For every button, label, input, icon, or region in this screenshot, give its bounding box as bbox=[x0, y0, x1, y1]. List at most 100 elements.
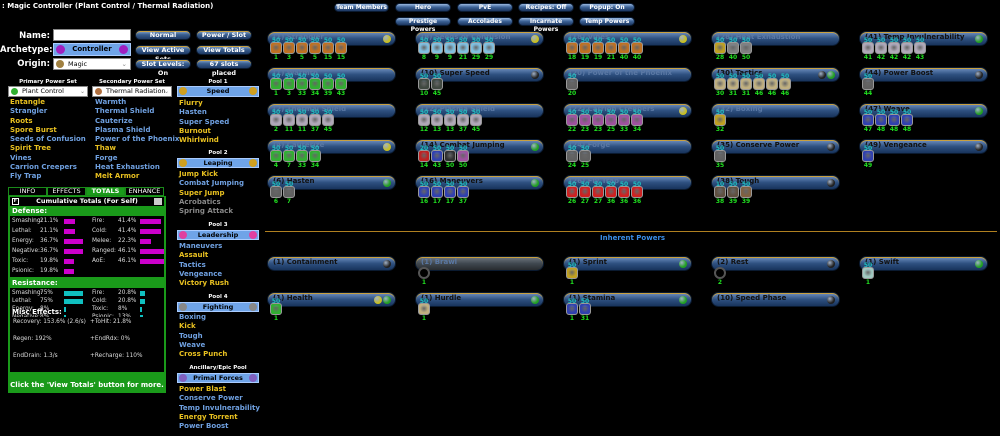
power-list-item[interactable]: Victory Rush bbox=[179, 279, 229, 288]
enhancement-icon[interactable] bbox=[296, 114, 308, 126]
enhancement-icon[interactable] bbox=[457, 42, 469, 54]
enhancement-icon[interactable] bbox=[322, 78, 334, 90]
power-slot[interactable]: (1) Containment bbox=[267, 256, 396, 271]
power-list-item[interactable]: Burnout bbox=[179, 126, 211, 135]
enhancement-icon[interactable] bbox=[566, 78, 578, 90]
power-list-item[interactable]: Super Jump bbox=[179, 188, 225, 197]
enhancement-icon[interactable] bbox=[579, 150, 591, 162]
enhancement-icon[interactable] bbox=[283, 114, 295, 126]
power-list-item[interactable]: Cauterize bbox=[95, 116, 133, 125]
enhancement-icon[interactable] bbox=[901, 42, 913, 54]
enhancement-icon[interactable] bbox=[714, 42, 726, 54]
power-list-item[interactable]: Jump Kick bbox=[179, 170, 218, 178]
enhancement-icon[interactable] bbox=[283, 186, 295, 198]
view-totals-button[interactable]: View Totals bbox=[196, 45, 252, 55]
power-slot[interactable]: (6) Hasten bbox=[267, 175, 396, 190]
enhancement-icon[interactable] bbox=[270, 78, 282, 90]
enhancement-icon[interactable] bbox=[727, 186, 739, 198]
enhancement-icon[interactable] bbox=[470, 42, 482, 54]
enhancement-icon[interactable] bbox=[605, 114, 617, 126]
enhancement-icon[interactable] bbox=[566, 267, 578, 279]
power-list-item[interactable]: Heat Exhaustion bbox=[95, 163, 160, 172]
enhancement-icon[interactable] bbox=[418, 114, 430, 126]
enhancement-icon[interactable] bbox=[270, 150, 282, 162]
power-list-item[interactable]: Roots bbox=[10, 116, 33, 125]
enhancement-icon[interactable] bbox=[283, 150, 295, 162]
power-list-item[interactable]: Thaw bbox=[95, 144, 116, 153]
power-list-item[interactable]: Power of the Phoenix bbox=[95, 135, 180, 144]
enhancement-icon[interactable] bbox=[862, 150, 874, 162]
enhancement-icon[interactable] bbox=[270, 186, 282, 198]
enhancement-icon[interactable] bbox=[605, 186, 617, 198]
power-list-item[interactable]: Carrion Creepers bbox=[10, 163, 77, 172]
enhancement-icon[interactable] bbox=[444, 186, 456, 198]
power-list-item[interactable]: Maneuvers bbox=[179, 242, 223, 250]
top-button-team-members[interactable]: Team Members bbox=[334, 3, 389, 12]
power-list-item[interactable]: Tough bbox=[179, 331, 203, 340]
pool3-select[interactable]: Leadership bbox=[177, 230, 259, 240]
pool1-select[interactable]: Speed bbox=[177, 86, 259, 97]
top-button-recipes-off[interactable]: Recipes: Off bbox=[518, 3, 574, 12]
enhancement-icon[interactable] bbox=[431, 186, 443, 198]
enhancement-icon[interactable] bbox=[862, 267, 874, 279]
enhancement-icon[interactable] bbox=[431, 42, 443, 54]
enhancement-icon[interactable] bbox=[727, 78, 739, 90]
enhancement-icon[interactable] bbox=[322, 114, 334, 126]
enhancement-icon[interactable] bbox=[914, 42, 926, 54]
enhancement-icon[interactable] bbox=[418, 42, 430, 54]
power-slot[interactable]: (10) Speed Phase bbox=[711, 292, 840, 307]
power-slot[interactable]: (1) Sprint bbox=[563, 256, 692, 271]
enhancement-icon[interactable] bbox=[901, 114, 913, 126]
enhancement-icon[interactable] bbox=[335, 78, 347, 90]
enhancement-icon[interactable] bbox=[631, 186, 643, 198]
pool2-select[interactable]: Leaping bbox=[177, 158, 259, 168]
top-button-prestige-powers[interactable]: Prestige Powers bbox=[395, 17, 451, 33]
enhancement-icon[interactable] bbox=[457, 114, 469, 126]
enhancement-icon[interactable] bbox=[457, 186, 469, 198]
archetype-select[interactable]: Controller bbox=[53, 43, 131, 56]
tab-totals[interactable]: TOTALS bbox=[86, 187, 125, 196]
power-list-item[interactable]: Cross Punch bbox=[179, 350, 228, 359]
enhancement-icon[interactable] bbox=[309, 114, 321, 126]
power-list-item[interactable]: Tactics bbox=[179, 260, 206, 269]
power-slot[interactable]: (20) Power of the Phoenix bbox=[563, 67, 692, 82]
top-button-accolades[interactable]: Accolades bbox=[457, 17, 513, 26]
power-list-item[interactable]: Vengeance bbox=[179, 269, 223, 278]
enhancement-icon[interactable] bbox=[418, 78, 430, 90]
power-list-item[interactable]: Forge bbox=[95, 153, 118, 162]
epic-pool-select[interactable]: Primal Forces Mastery bbox=[177, 373, 259, 390]
enhancement-icon[interactable] bbox=[296, 78, 308, 90]
enhancement-icon[interactable] bbox=[875, 114, 887, 126]
top-button-temp-powers[interactable]: Temp Powers bbox=[579, 17, 635, 26]
top-button-hero[interactable]: Hero bbox=[395, 3, 451, 12]
enhancement-icon[interactable] bbox=[296, 150, 308, 162]
slots-placed-button[interactable]: 67 slots placed bbox=[196, 59, 252, 77]
enhancement-icon[interactable] bbox=[444, 114, 456, 126]
enhancement-icon[interactable] bbox=[309, 150, 321, 162]
power-slot[interactable]: (1) Stamina bbox=[563, 292, 692, 307]
enhancement-icon[interactable] bbox=[444, 42, 456, 54]
enhancement-icon[interactable] bbox=[618, 42, 630, 54]
enhancement-icon[interactable] bbox=[566, 150, 578, 162]
power-list-item[interactable]: Vines bbox=[10, 153, 32, 162]
power-list-item[interactable]: Fly Trap bbox=[10, 172, 42, 181]
pool4-select[interactable]: Fighting bbox=[177, 302, 259, 312]
enhancement-icon[interactable] bbox=[309, 42, 321, 54]
enhancement-icon[interactable] bbox=[592, 42, 604, 54]
power-list-item[interactable]: Strangler bbox=[10, 107, 48, 116]
power-list-item[interactable]: Acrobatics bbox=[179, 197, 221, 206]
enhancement-icon[interactable] bbox=[618, 114, 630, 126]
enhancement-icon[interactable] bbox=[753, 78, 765, 90]
power-slot[interactable]: (10) Super Speed bbox=[415, 67, 544, 82]
power-slot[interactable]: (35) Conserve Power bbox=[711, 139, 840, 154]
power-list-item[interactable]: Spore Burst bbox=[10, 125, 57, 134]
power-list-item[interactable]: Whirlwind bbox=[179, 136, 219, 145]
secondary-set-select[interactable]: Thermal Radiation⌄ bbox=[92, 86, 172, 97]
enhancement-icon[interactable] bbox=[875, 42, 887, 54]
enhancement-icon[interactable] bbox=[483, 42, 495, 54]
power-list-item[interactable]: Seeds of Confusion bbox=[10, 135, 86, 144]
power-list-item[interactable]: Temp Invulnerability bbox=[179, 403, 260, 412]
enhancement-icon[interactable] bbox=[335, 42, 347, 54]
enhancement-icon[interactable] bbox=[740, 186, 752, 198]
power-list-item[interactable]: Entangle bbox=[10, 98, 45, 106]
